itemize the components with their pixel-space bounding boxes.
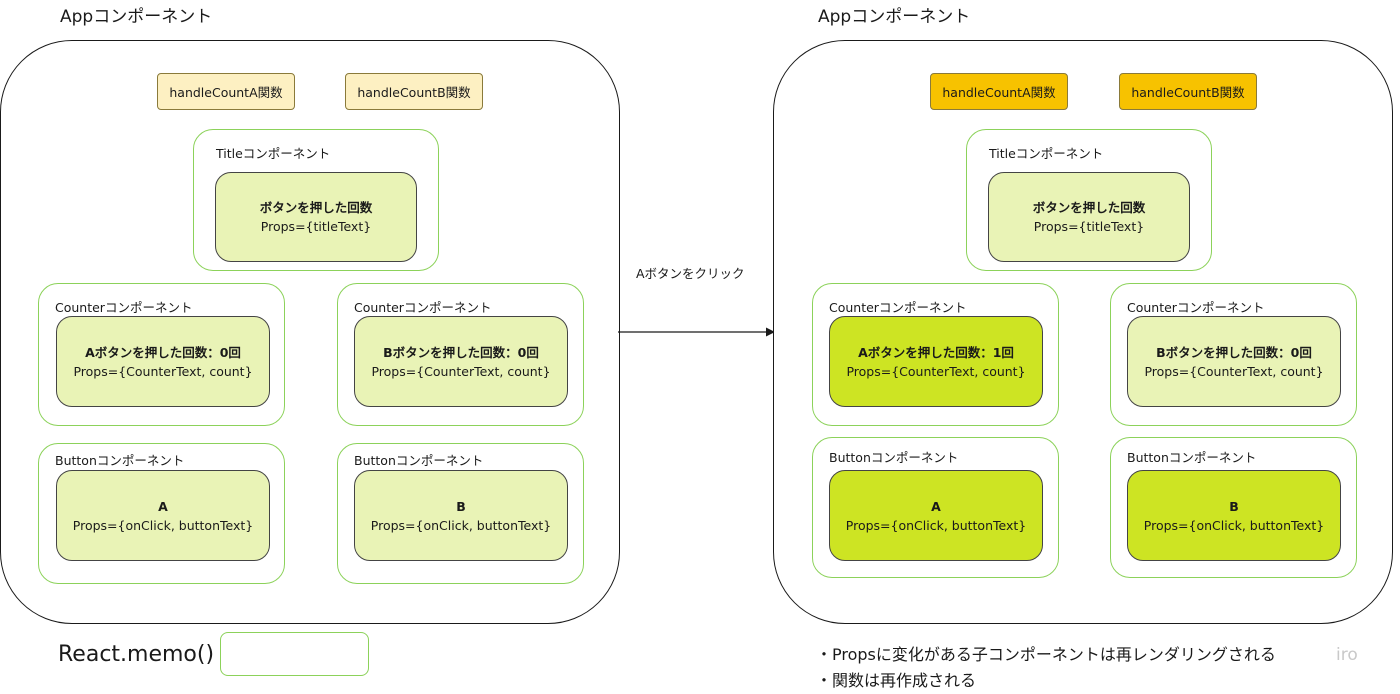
- component-label: Titleコンポーネント: [989, 146, 1104, 161]
- counter-a-props-box: Aボタンを押した回数：1回 Props={CounterText, count}: [829, 316, 1043, 407]
- props-text: Props={CounterText, count}: [1144, 363, 1324, 379]
- props-text: Props={titleText}: [1033, 219, 1145, 234]
- counter-b-props-box: Bボタンを押した回数：0回 Props={CounterText, count}: [354, 316, 568, 407]
- component-label: Counterコンポーネント: [1127, 300, 1265, 315]
- props-text: Props={onClick, buttonText}: [845, 517, 1027, 533]
- counter-a-component-before: Counterコンポーネント Aボタンを押した回数：0回 Props={Coun…: [38, 283, 285, 426]
- component-label: Buttonコンポーネント: [829, 450, 959, 465]
- app-label-after: Appコンポーネント: [818, 7, 971, 27]
- button-a-component-before: Buttonコンポーネント A Props={onClick, buttonTe…: [38, 443, 285, 584]
- props-text: Props={CounterText, count}: [371, 363, 551, 379]
- button-b-component-after: Buttonコンポーネント B Props={onClick, buttonTe…: [1110, 437, 1357, 578]
- fn-handle-count-b-after: handleCountB関数: [1119, 73, 1257, 110]
- props-title: B: [1229, 498, 1239, 514]
- fn-handle-count-a-after: handleCountA関数: [930, 73, 1068, 110]
- button-a-props-box: A Props={onClick, buttonText}: [829, 470, 1043, 561]
- component-label: Buttonコンポーネント: [354, 453, 484, 468]
- fn-handle-count-a-before: handleCountA関数: [157, 73, 295, 110]
- props-title: Aボタンを押した回数：0回: [85, 344, 241, 360]
- component-label: Buttonコンポーネント: [55, 453, 185, 468]
- props-text: Props={onClick, buttonText}: [1143, 517, 1325, 533]
- counter-b-component-before: Counterコンポーネント Bボタンを押した回数：0回 Props={Coun…: [337, 283, 584, 426]
- props-title: Aボタンを押した回数：1回: [858, 344, 1014, 360]
- props-title: B: [456, 498, 466, 514]
- component-label: Counterコンポーネント: [829, 300, 967, 315]
- title-props-box: ボタンを押した回数 Props={titleText}: [988, 172, 1190, 262]
- counter-a-component-after: Counterコンポーネント Aボタンを押した回数：1回 Props={Coun…: [812, 283, 1059, 426]
- props-title: ボタンを押した回数: [259, 200, 373, 215]
- props-title: Bボタンを押した回数：0回: [1156, 344, 1312, 360]
- component-label: Counterコンポーネント: [55, 300, 193, 315]
- fn-handle-count-b-before: handleCountB関数: [345, 73, 483, 110]
- note-functions-recreated: ・関数は再作成される: [816, 671, 977, 690]
- component-label: Counterコンポーネント: [354, 300, 492, 315]
- legend-memo-swatch: [220, 632, 369, 676]
- button-b-props-box: B Props={onClick, buttonText}: [1127, 470, 1341, 561]
- props-title: A: [158, 498, 168, 514]
- counter-a-props-box: Aボタンを押した回数：0回 Props={CounterText, count}: [56, 316, 270, 407]
- props-text: Props={onClick, buttonText}: [370, 517, 552, 533]
- transition-arrow: [618, 327, 775, 337]
- props-title: ボタンを押した回数: [1032, 200, 1146, 215]
- note-rerender: ・Propsに変化がある子コンポーネントは再レンダリングされる: [816, 645, 1276, 664]
- button-b-component-before: Buttonコンポーネント B Props={onClick, buttonTe…: [337, 443, 584, 584]
- title-component-after: Titleコンポーネント ボタンを押した回数 Props={titleText}: [966, 129, 1212, 271]
- title-component-before: Titleコンポーネント ボタンを押した回数 Props={titleText}: [193, 129, 439, 271]
- props-title: Bボタンを押した回数：0回: [383, 344, 539, 360]
- component-label: Titleコンポーネント: [216, 146, 331, 161]
- props-text: Props={titleText}: [260, 219, 372, 234]
- notes: ・Propsに変化がある子コンポーネントは再レンダリングされる ・関数は再作成さ…: [816, 642, 1276, 694]
- button-a-props-box: A Props={onClick, buttonText}: [56, 470, 270, 561]
- title-props-box: ボタンを押した回数 Props={titleText}: [215, 172, 417, 262]
- button-b-props-box: B Props={onClick, buttonText}: [354, 470, 568, 561]
- app-label-before: Appコンポーネント: [60, 7, 213, 27]
- props-text: Props={onClick, buttonText}: [72, 517, 254, 533]
- watermark: iro: [1336, 645, 1358, 665]
- counter-b-props-box: Bボタンを押した回数：0回 Props={CounterText, count}: [1127, 316, 1341, 407]
- component-label: Buttonコンポーネント: [1127, 450, 1257, 465]
- props-text: Props={CounterText, count}: [846, 363, 1026, 379]
- props-text: Props={CounterText, count}: [73, 363, 253, 379]
- arrow-label: Aボタンをクリック: [636, 266, 745, 281]
- counter-b-component-after: Counterコンポーネント Bボタンを押した回数：0回 Props={Coun…: [1110, 283, 1357, 426]
- props-title: A: [931, 498, 941, 514]
- button-a-component-after: Buttonコンポーネント A Props={onClick, buttonTe…: [812, 437, 1059, 578]
- legend-memo-label: React.memo(): [58, 642, 215, 667]
